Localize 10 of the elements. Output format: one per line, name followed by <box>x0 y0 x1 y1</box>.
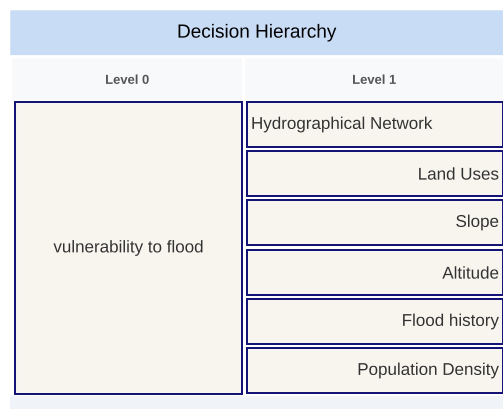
criterion-box: vulnerability to flood <box>14 101 243 395</box>
criterion-box: Land Uses <box>246 150 503 197</box>
criterion-box: Altitude <box>246 249 503 296</box>
column-header: Level 0 <box>12 58 242 100</box>
criterion-box: Hydrographical Network <box>246 101 503 148</box>
criterion-box: Slope <box>246 199 503 246</box>
criterion-box: Population Density <box>246 346 503 394</box>
criterion-box: Flood history <box>246 298 503 345</box>
column-header: Level 1 <box>245 58 503 100</box>
title-band: Decision Hierarchy <box>10 10 503 56</box>
